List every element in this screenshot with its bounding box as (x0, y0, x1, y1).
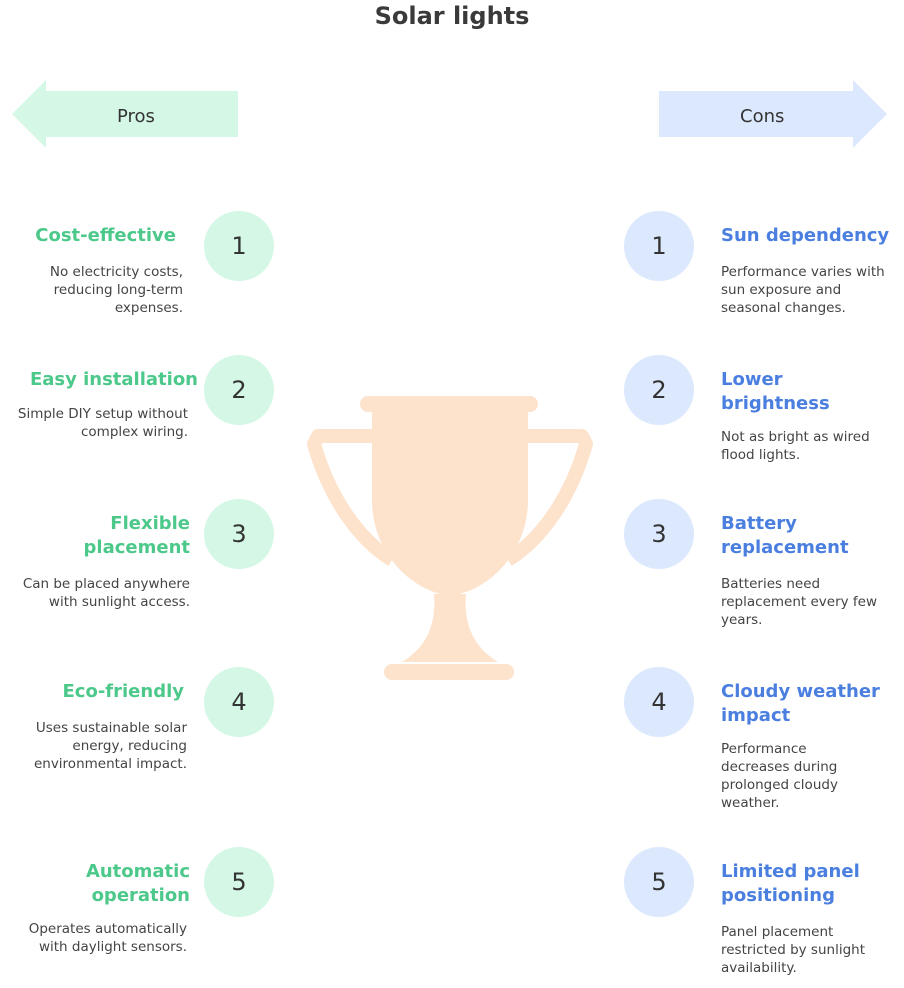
con-desc-5: Panel placement restricted by sunlight a… (721, 924, 865, 976)
pros-arrow (12, 80, 238, 148)
cons-label: Cons (740, 106, 785, 127)
con-number-1: 1 (624, 211, 694, 281)
con-desc-2: Not as bright as wired flood lights. (721, 429, 870, 463)
con-heading-1: Sun dependency (721, 225, 890, 246)
pro-heading-1: Cost-effective (35, 225, 176, 246)
page-title: Solar lights (374, 2, 530, 30)
pros-label: Pros (117, 106, 155, 127)
con-number-5: 5 (624, 847, 694, 917)
con-desc-1: Performance varies with sun exposure and… (721, 264, 885, 316)
pro-number-2: 2 (204, 355, 274, 425)
con-heading-5: Limited panel positioning (721, 861, 860, 906)
pro-desc-3: Can be placed anywhere with sunlight acc… (22, 576, 190, 610)
pro-number-1: 1 (204, 211, 274, 281)
con-number-3: 3 (624, 499, 694, 569)
con-desc-3: Batteries need replacement every few yea… (721, 576, 878, 628)
con-desc-4: Performance decreases during prolonged c… (721, 741, 838, 811)
pro-heading-3: Flexible placement (83, 513, 190, 558)
con-heading-2: Lower brightness (721, 369, 830, 414)
pro-heading-5: Automatic operation (85, 861, 190, 906)
cons-arrow (659, 80, 887, 148)
pro-number-5: 5 (204, 847, 274, 917)
pro-desc-5: Operates automatically with daylight sen… (28, 921, 187, 955)
con-heading-3: Battery replacement (721, 513, 849, 558)
pro-desc-4: Uses sustainable solar energy, reducing … (33, 720, 187, 772)
trophy-icon (307, 396, 593, 680)
pro-desc-1: No electricity costs, reducing long-term… (49, 264, 183, 316)
pro-number-3: 3 (204, 499, 274, 569)
con-number-2: 2 (624, 355, 694, 425)
pro-desc-2: Simple DIY setup without complex wiring. (17, 406, 188, 440)
con-heading-4: Cloudy weather impact (721, 681, 880, 726)
pro-heading-2: Easy installation (29, 369, 198, 390)
pro-number-4: 4 (204, 667, 274, 737)
con-number-4: 4 (624, 667, 694, 737)
pro-heading-4: Eco-friendly (62, 681, 185, 702)
